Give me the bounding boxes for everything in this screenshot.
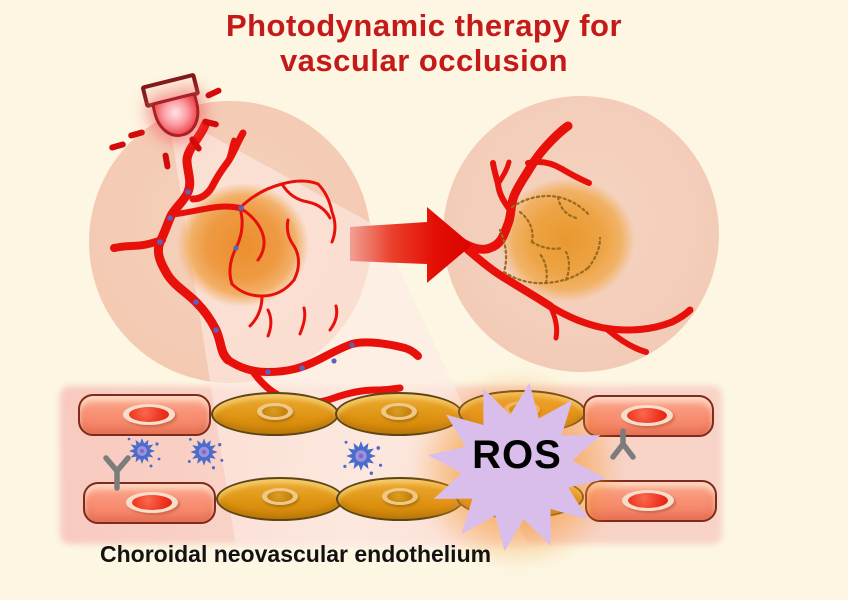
- title-line-1: Photodynamic therapy for: [225, 8, 623, 43]
- figure-title: Photodynamic therapy for vascular occlus…: [0, 8, 848, 78]
- figure-caption: Choroidal neovascular endothelium: [100, 541, 492, 567]
- ros-starburst: [427, 382, 607, 552]
- title-line-2: vascular occlusion: [279, 43, 569, 78]
- pink-cell: [83, 482, 216, 524]
- photosensitizer-particle: [126, 437, 383, 475]
- transition-arrow: [350, 207, 472, 283]
- cnv-lesion-after: [499, 178, 635, 302]
- vessels-right: [447, 121, 694, 355]
- pink-cell: [78, 394, 211, 436]
- endothelial-cell: [216, 477, 344, 521]
- photosensitizer-dots: [157, 189, 355, 401]
- occluded-vessels: [498, 194, 602, 285]
- ros-label: ROS: [472, 433, 562, 477]
- receptor-anchors: [103, 428, 636, 491]
